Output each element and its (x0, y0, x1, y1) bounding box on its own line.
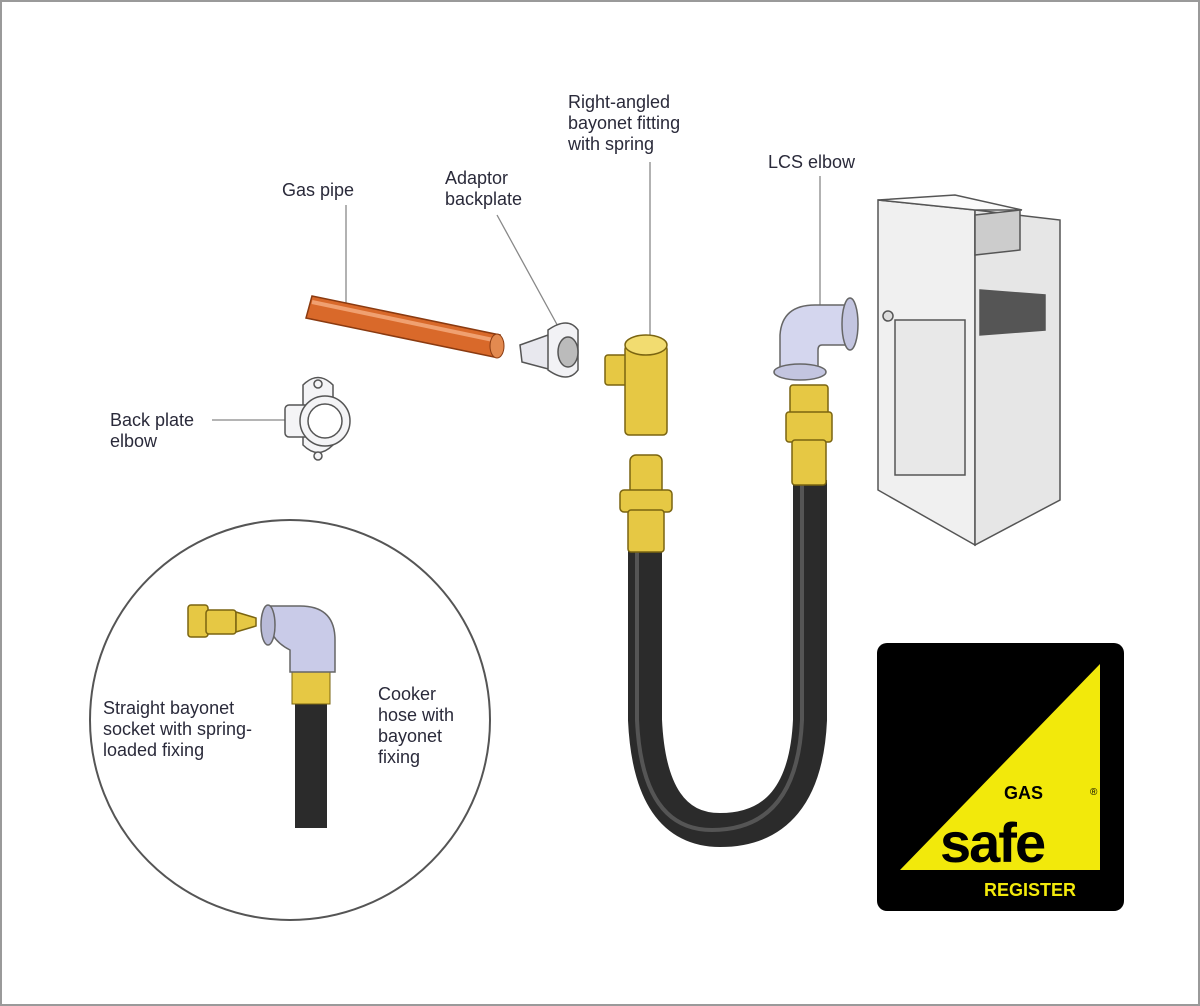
label-cooker-hose: Cooker hose with bayonet fixing (378, 684, 455, 767)
bayonet-connectors (619, 384, 833, 553)
inset-cooker-hose-drawing (260, 604, 336, 828)
label-adaptor-backplate: Adaptor backplate (445, 168, 523, 209)
label-gas-pipe: Gas pipe (282, 180, 355, 200)
label-right-angled-fitting: Right-angled bayonet fitting with spring (568, 92, 681, 154)
leader-adaptor-backplate (496, 214, 561, 331)
adaptor-backplate-drawing (519, 322, 579, 378)
gas-pipe-drawing (305, 295, 505, 359)
cooker-drawing (877, 194, 1061, 547)
gas-safe-logo: GAS safe ® REGISTER (877, 643, 1124, 911)
logo-safe-text: safe (940, 811, 1045, 874)
label-straight-bayonet-socket: Straight bayonet socket with spring- loa… (103, 698, 253, 760)
back-plate-elbow-drawing (284, 376, 351, 461)
logo-register-text: REGISTER (984, 880, 1076, 900)
label-lcs-elbow: LCS elbow (768, 152, 856, 172)
logo-gas-text: GAS (1004, 783, 1043, 803)
logo-registered-mark: ® (1090, 787, 1098, 798)
right-angled-fitting-drawing (604, 334, 668, 436)
inset-detail (89, 519, 491, 921)
label-back-plate-elbow: Back plate elbow (110, 410, 195, 451)
lcs-elbow-drawing (773, 297, 859, 381)
straight-bayonet-socket-drawing (187, 604, 257, 638)
hose-drawing (619, 384, 833, 848)
